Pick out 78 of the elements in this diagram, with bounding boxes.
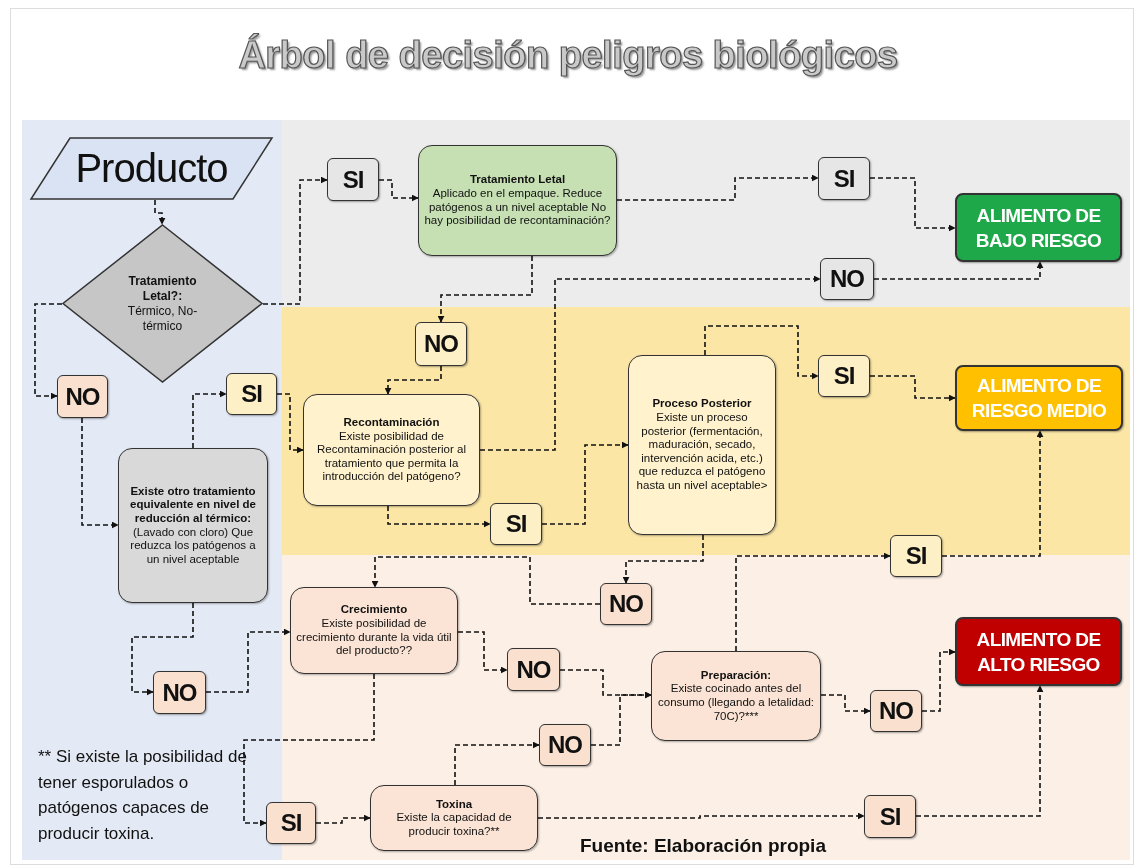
- connector-arrow: [387, 505, 491, 528]
- footnote: ** Si existe la posibilidad de tener esporulados o patógenos capaces de producir toxina.: [38, 746, 248, 845]
- connector-arrow: [384, 365, 442, 395]
- connector-arrow: [131, 602, 194, 696]
- process-box: [418, 145, 617, 256]
- answer-tag: NO: [539, 724, 591, 766]
- answer-tag: NO: [600, 583, 652, 625]
- decision-heading: Tratamiento Letal?:: [127, 273, 198, 304]
- outcome-box: ALIMENTO DE ALTO RIESGO: [955, 617, 1122, 686]
- connector-arrow: [205, 628, 291, 693]
- answer-tag: NO: [820, 258, 874, 300]
- source-note: Fuente: Elaboración propia: [580, 834, 827, 858]
- connector-arrow: [590, 691, 652, 746]
- answer-tag: NO: [57, 375, 108, 418]
- outcome-box: ALIMENTO DE RIESGO MEDIO: [955, 365, 1123, 431]
- answer-tag: SI: [266, 802, 316, 844]
- connector-arrow: [315, 814, 371, 824]
- connector-arrow: [479, 275, 821, 451]
- answer-tag: SI: [818, 355, 870, 397]
- box-text: Existe un proceso posterior (fermentación, maduración, secado, intervención acida, etc.) que reduzca el patógeno hasta un nivel aceptable>: [635, 411, 769, 493]
- connector-arrow: [192, 390, 227, 449]
- connector-arrow: [820, 694, 871, 715]
- connector-arrow: [616, 174, 819, 201]
- box-heading: Toxina: [435, 797, 473, 812]
- box-text: Aplicado en el empaque. Reduce patógenos a un nivel aceptable No hay posibilidad de recontaminación?: [424, 186, 611, 228]
- process-box: [651, 651, 821, 741]
- box-text: Existe la capacidad de producir toxina?**: [395, 811, 513, 839]
- answer-tag: SI: [327, 158, 379, 201]
- connector-arrow: [941, 430, 1044, 557]
- input-label: Producto: [75, 146, 228, 191]
- connector-arrow: [873, 261, 1044, 280]
- process-box: [118, 448, 268, 603]
- answer-tag: SI: [490, 503, 542, 545]
- answer-tag: NO: [507, 648, 560, 691]
- connector-arrow: [915, 685, 1044, 817]
- answer-tag: SI: [890, 535, 942, 577]
- connector-arrow: [454, 741, 540, 786]
- connector-arrow: [243, 673, 375, 827]
- answer-tag: NO: [153, 671, 206, 714]
- box-heading: Preparación:: [700, 668, 772, 683]
- answer-tag: NO: [870, 690, 922, 732]
- answer-tag: SI: [226, 373, 277, 415]
- connector-arrow: [735, 552, 891, 652]
- connector-arrow: [921, 648, 956, 712]
- box-heading: Recontaminación: [343, 416, 440, 430]
- box-heading: Tratamiento Letal: [469, 173, 566, 187]
- connector-arrow: [869, 375, 956, 402]
- connector-arrow: [34, 303, 63, 400]
- connector-arrow: [81, 417, 119, 529]
- connector-arrow: [622, 534, 704, 584]
- connector-arrow: [262, 176, 328, 305]
- connector-arrow: [869, 177, 956, 232]
- box-text: (Lavado con cloro) Que reduzca los patógenos a un nivel aceptable: [129, 525, 257, 567]
- diagram-title: Árbol de decisión peligros biológicos: [237, 34, 899, 77]
- box-heading: Proceso Posterior: [652, 397, 752, 411]
- process-box: [303, 394, 480, 506]
- connector-arrow: [457, 631, 508, 674]
- connector-arrow: [276, 393, 304, 454]
- connector-arrow: [371, 556, 601, 605]
- decision-text: Térmico, No-térmico: [126, 303, 199, 334]
- box-text: Existe cocinado antes del consumo (llegando a letalidad: 70C)?***: [657, 682, 815, 724]
- box-heading: Crecimiento: [340, 603, 408, 617]
- connector-arrow: [378, 179, 419, 202]
- process-box: [370, 785, 538, 851]
- process-box: [290, 587, 458, 674]
- answer-tag: SI: [864, 795, 916, 838]
- answer-tag: SI: [818, 157, 870, 200]
- connector-arrow: [537, 812, 865, 820]
- process-box: [628, 355, 776, 535]
- connector-arrow: [437, 255, 533, 323]
- connector-arrow: [154, 199, 166, 225]
- box-text: Existe posibilidad de Recontaminación posterior al tratamiento que permita la introducción del patógeno?: [316, 429, 467, 484]
- outcome-box: ALIMENTO DE BAJO RIESGO: [955, 193, 1122, 262]
- connector-arrow: [541, 441, 629, 525]
- answer-tag: NO: [415, 322, 467, 366]
- box-text: Existe posibilidad de crecimiento durante la vida útil del producto??: [296, 616, 452, 658]
- connector-arrow: [704, 325, 819, 380]
- box-heading: Existe otro tratamiento equivalente en nivel de reducción al térmico:: [129, 484, 257, 526]
